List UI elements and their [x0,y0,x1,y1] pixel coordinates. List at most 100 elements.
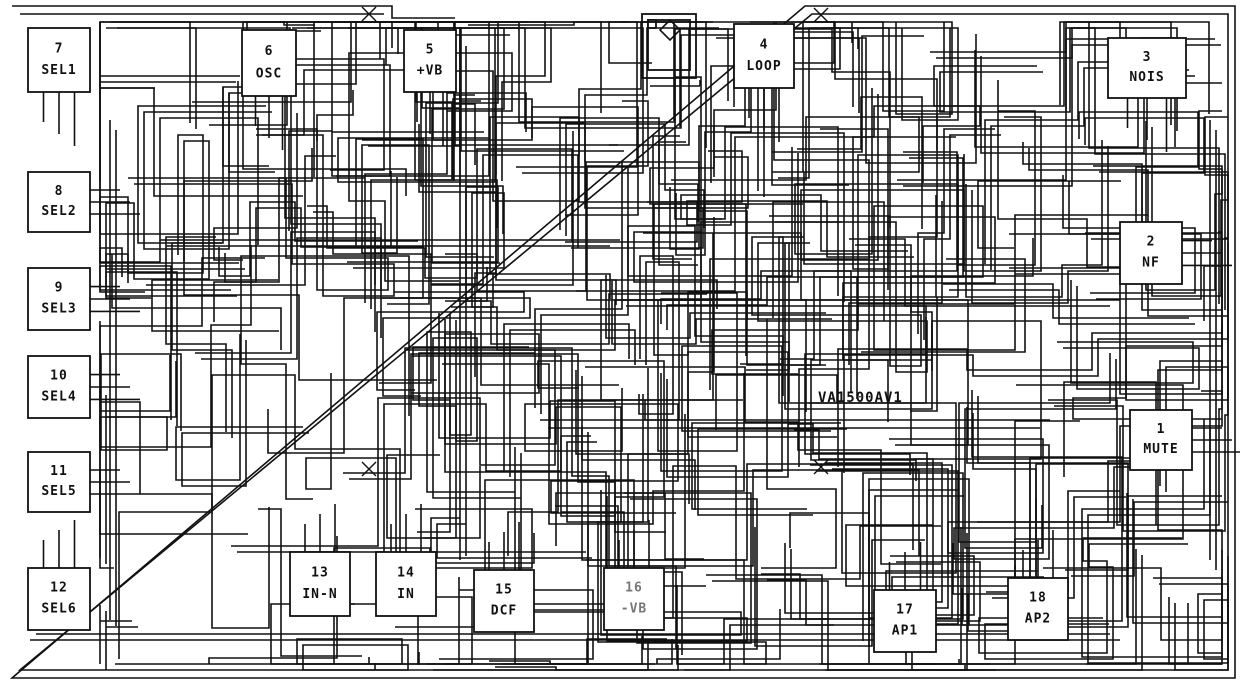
metal-trace [1022,142,1222,311]
metal-trace [181,340,309,487]
pad-name: SEL3 [41,302,76,317]
metal-trace [984,543,1188,660]
pad-number: 15 [495,583,513,598]
metal-trace [609,28,891,228]
die-outline [9,5,1236,679]
metal-trace [638,465,941,619]
bond-pad [1007,577,1069,641]
metal-trace [361,144,430,305]
metal-trace [555,492,704,560]
metal-trace [666,276,858,399]
metal-trace [171,242,233,438]
metal-trace [353,192,505,308]
metal-trace [348,52,513,282]
metal-trace [105,361,177,564]
metal-trace [1093,165,1223,233]
metal-trace [669,21,835,250]
metal-trace [99,22,259,263]
metal-trace [267,297,619,454]
metal-trace [468,21,627,26]
pad-number: 10 [50,369,68,384]
bond-pad [375,551,437,617]
pad-number: 16 [625,581,643,596]
bond-pad [27,355,91,419]
metal-trace [1099,171,1229,239]
metal-trace [1028,148,1228,317]
metal-trace [575,370,690,504]
metal-trace [584,27,719,162]
bond-pad [241,29,297,97]
pad-number: 8 [55,184,64,199]
metal-trace [784,423,928,614]
metal-trace [1168,550,1223,665]
metal-trace [489,116,698,299]
metal-trace [754,527,925,647]
metal-trace [675,27,841,256]
pad-name: IN [397,587,415,602]
pad-number: 4 [760,37,769,52]
pad-number: 17 [896,603,914,618]
metal-trace [195,231,376,354]
metal-trace [442,363,745,525]
pad-name: OSC [256,67,282,82]
metal-trace [786,157,964,366]
bond-pad [27,27,91,93]
metal-trace [1151,116,1229,297]
metal-trace [432,320,521,499]
metal-trace [1132,499,1229,660]
metal-trace [213,113,298,261]
metal-trace [800,94,1042,272]
metal-trace [1063,286,1200,390]
pad-name: MUTE [1143,442,1178,457]
bond-pad [603,567,665,631]
pad-name: NF [1142,256,1160,271]
metal-trace [1054,366,1229,532]
metal-trace [620,21,870,390]
metal-trace [386,454,481,539]
metal-trace [585,366,941,565]
metal-trace [837,237,1223,467]
pad-2: 2NF [1119,221,1183,285]
metal-bus [1209,120,1217,570]
metal-trace [117,27,197,129]
metal-trace [99,134,239,274]
metal-trace [794,88,1036,266]
pad-number: 9 [55,281,64,296]
metal-trace [684,624,834,671]
metal-trace [231,349,556,547]
metal-bus [109,120,117,626]
metal-trace [674,76,722,234]
metal-trace [258,508,362,657]
metal-trace [342,21,618,146]
metal-trace [228,92,275,173]
metal-trace [627,147,793,365]
metal-trace [778,27,951,179]
pad-name: -VB [621,602,647,617]
metal-trace [1062,175,1196,294]
metal-trace [524,388,679,514]
metal-bus [100,75,240,83]
metal-trace [772,35,924,153]
metal-trace [115,652,420,665]
bond-pad [1107,37,1187,99]
bond-pad [27,567,91,631]
metal-trace [761,319,837,569]
metal-trace [420,27,505,264]
metal-trace [175,334,303,481]
metal-trace [489,639,673,665]
bond-pad [27,451,91,513]
metal-trace [134,134,395,297]
metal-trace [686,132,914,302]
metal-trace [137,87,266,244]
metal-trace [943,283,1189,319]
metal-trace [192,21,407,196]
metal-trace [1048,360,1223,526]
metal-trace [213,177,365,322]
metal-trace [537,360,666,533]
bond-pad [733,23,795,89]
